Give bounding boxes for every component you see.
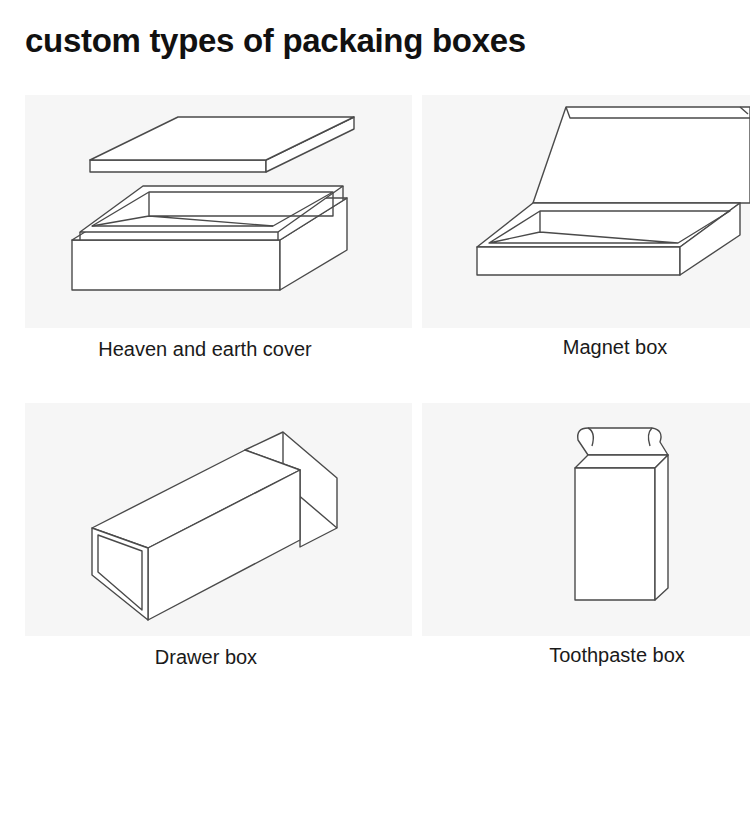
toothpaste-box-drawing <box>575 428 668 600</box>
base-box-drawing <box>72 186 347 290</box>
panel <box>422 403 750 636</box>
page-title: custom types of packaing boxes <box>25 22 526 60</box>
panel <box>25 403 412 636</box>
lid-drawing <box>90 117 354 172</box>
magnet-box-drawing <box>477 107 750 275</box>
drawer-box-drawing <box>92 432 337 620</box>
box-type-caption: Toothpaste box <box>549 644 685 667</box>
panel <box>25 95 412 328</box>
box-type-caption: Magnet box <box>563 336 668 359</box>
box-type-caption: Drawer box <box>155 646 257 669</box>
panel <box>422 95 750 328</box>
box-type-caption: Heaven and earth cover <box>98 338 311 361</box>
